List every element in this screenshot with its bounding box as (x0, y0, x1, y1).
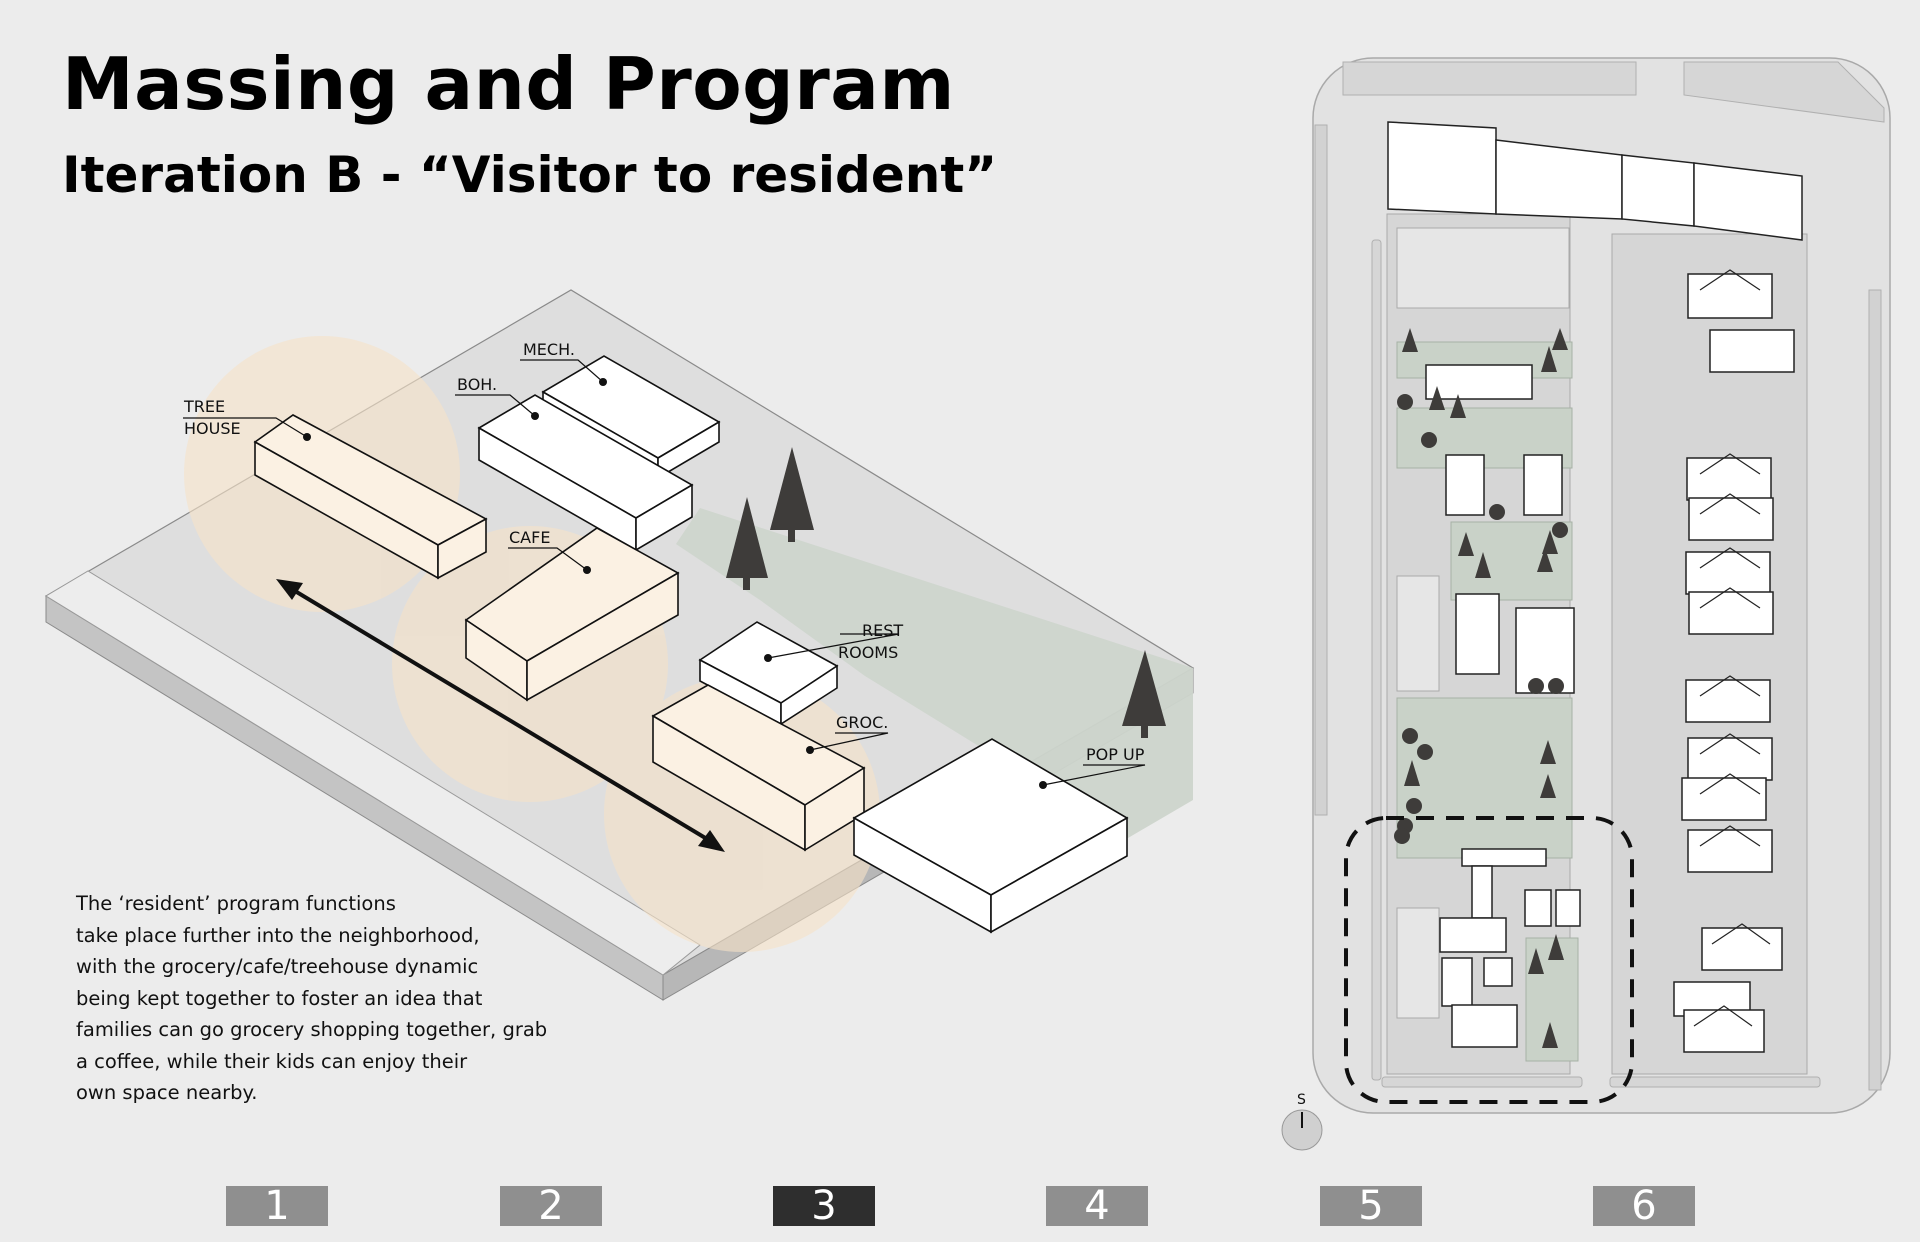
label-boh: BOH. (457, 375, 497, 394)
page-title: Massing and Program (62, 42, 955, 126)
program-description: The ‘resident’ program functions take pl… (76, 888, 596, 1109)
trees (726, 447, 1166, 738)
label-rest-rooms-1: REST (862, 621, 903, 640)
label-dots (303, 378, 1047, 789)
north-arrow-label: S (1297, 1092, 1306, 1108)
page-button-4[interactable]: 4 (1046, 1186, 1148, 1226)
page-button-1[interactable]: 1 (226, 1186, 328, 1226)
description-line: with the grocery/cafe/treehouse dynamic (76, 955, 479, 978)
page-subtitle: Iteration B - “Visitor to resident” (62, 146, 998, 204)
label-leaders (183, 359, 1146, 786)
label-tree-house-2: HOUSE (184, 419, 241, 438)
site-plan: S (1281, 57, 1891, 1151)
boh-building (477, 394, 694, 552)
description-line: own space nearby. (76, 1081, 258, 1104)
description-line: The ‘resident’ program functions (76, 892, 396, 915)
label-groc: GROC. (836, 713, 888, 732)
green-space (676, 508, 1193, 838)
description-line: families can go grocery shopping togethe… (76, 1018, 548, 1041)
cafe-building (464, 527, 680, 702)
label-pop-up: POP UP (1086, 745, 1145, 764)
page-button-6[interactable]: 6 (1593, 1186, 1695, 1226)
tree-house-building (253, 414, 488, 580)
rest-rooms-building (698, 621, 839, 726)
massing-diagram: TREE HOUSE MECH. BOH. CAFE REST ROOMS GR… (44, 289, 1195, 1001)
page-pagination: 1 2 3 4 5 6 (0, 1186, 1920, 1230)
description-line: a coffee, while their kids can enjoy the… (76, 1049, 468, 1073)
page-button-2[interactable]: 2 (500, 1186, 602, 1226)
circulation-arrow (276, 579, 725, 852)
label-rest-rooms-2: ROOMS (838, 643, 898, 662)
label-tree-house-1: TREE (183, 397, 225, 416)
label-cafe: CAFE (509, 528, 550, 547)
description-line: take place further into the neighborhood… (76, 923, 480, 947)
label-mech: MECH. (523, 340, 575, 359)
project-site-boundary (1344, 816, 1634, 1104)
page-button-5[interactable]: 5 (1320, 1186, 1422, 1226)
pop-up-building (852, 738, 1129, 934)
description-line: being kept together to foster an idea th… (76, 986, 483, 1010)
page-button-3[interactable]: 3 (773, 1186, 875, 1226)
site-buildings (1387, 121, 1803, 1053)
grocery-building (651, 684, 866, 852)
north-arrow (1281, 1109, 1323, 1151)
site-trees (1394, 328, 1568, 1048)
house-roof-lines (1693, 269, 1771, 1027)
